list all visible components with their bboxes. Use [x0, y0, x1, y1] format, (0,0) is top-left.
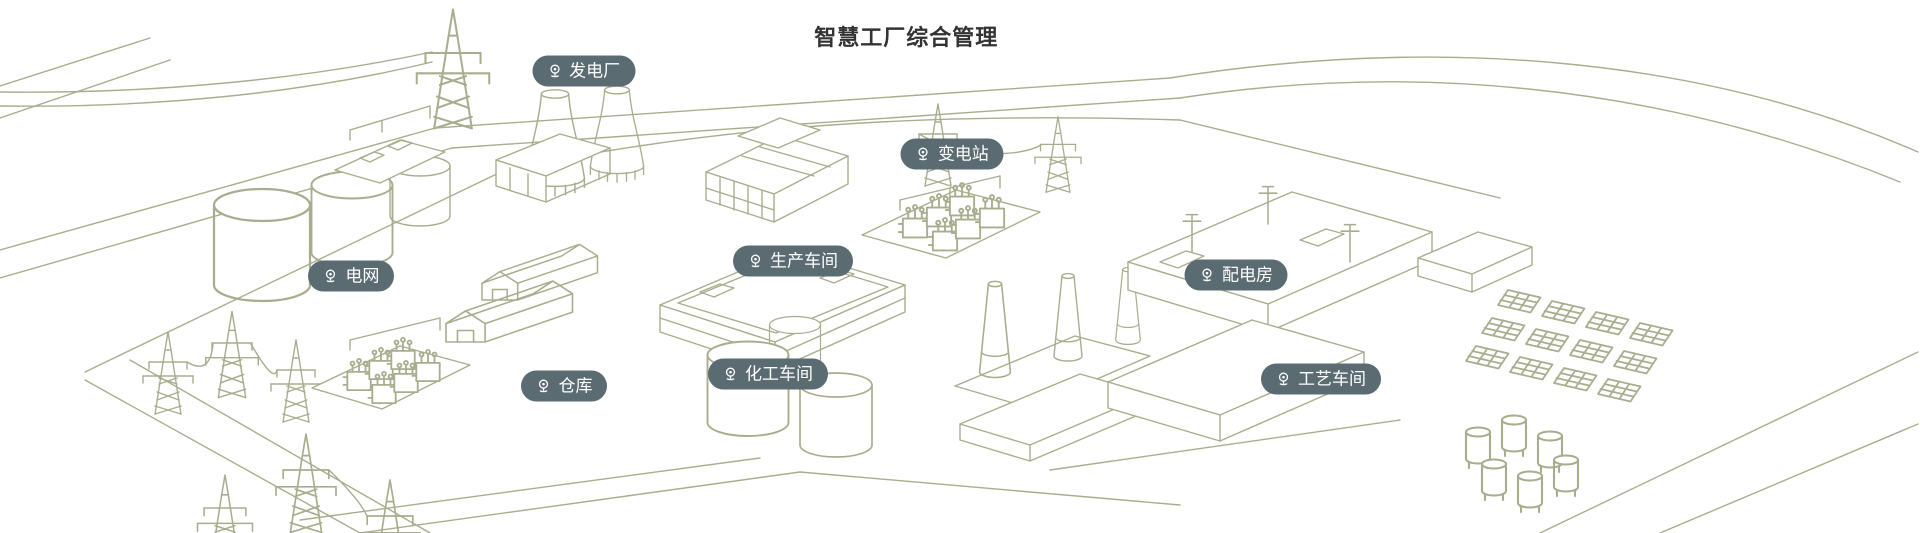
marker-chemical-workshop[interactable]: 化工车间: [708, 358, 828, 390]
power-grid-yard: [311, 317, 471, 410]
production-hall-north: [705, 117, 849, 223]
camera-icon: [536, 379, 551, 394]
marker-warehouse[interactable]: 仓库: [521, 370, 608, 402]
facility-marker-label: 生产车间: [769, 251, 838, 271]
camera-icon: [547, 63, 562, 78]
process-building: [1107, 319, 1365, 442]
camera-icon: [748, 253, 763, 268]
marker-production-workshop[interactable]: 生产车间: [732, 245, 853, 277]
camera-icon: [916, 147, 931, 162]
equipment-rack: [334, 105, 446, 184]
small-building-right: [1417, 231, 1533, 293]
facility-marker-label: 化工车间: [745, 364, 813, 384]
chimney-area: [954, 266, 1151, 462]
marker-power-grid[interactable]: 电网: [308, 260, 395, 292]
marker-substation[interactable]: 变电站: [900, 138, 1004, 170]
marker-process-workshop[interactable]: 工艺车间: [1260, 363, 1381, 395]
page-title: 智慧工厂综合管理: [814, 25, 999, 50]
camera-icon: [1200, 268, 1215, 283]
camera-icon: [723, 367, 738, 382]
camera-icon: [323, 269, 338, 284]
facility-marker-label: 工艺车间: [1297, 369, 1366, 389]
marker-power-plant[interactable]: 发电厂: [532, 55, 636, 87]
facility-marker-label: 变电站: [937, 144, 989, 164]
facility-marker-label: 发电厂: [569, 61, 621, 81]
camera-icon: [1276, 371, 1291, 386]
marker-distribution-room[interactable]: 配电房: [1184, 259, 1288, 291]
facility-marker-label: 配电房: [1221, 265, 1273, 285]
transmission-towers-left: [142, 310, 421, 533]
facility-marker-label: 电网: [345, 266, 380, 286]
power-plant-buildings: [495, 85, 645, 203]
facility-marker-label: 仓库: [558, 376, 593, 396]
transmission-tower-tall: [0, 8, 491, 130]
